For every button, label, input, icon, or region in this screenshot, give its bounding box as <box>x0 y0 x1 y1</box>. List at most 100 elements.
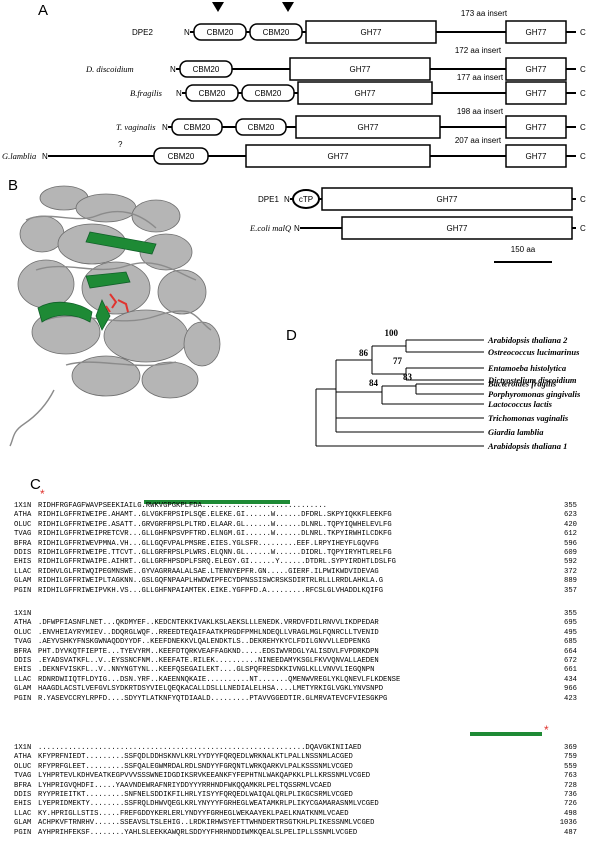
sequence-residues: RFYPRFGLEET.........SSFQALEGWMRDALRDLSND… <box>38 762 353 771</box>
row-name: E.coli malQ <box>249 223 291 233</box>
alignment-row: GLAM RIDHILGFFRIWEIPLTAGKNN..GSLGQFNPAAPL… <box>14 577 577 586</box>
active-site-residues <box>105 293 129 313</box>
c-terminus: C <box>580 224 586 233</box>
sequence-position: 661 <box>564 666 577 675</box>
cbm20-label: CBM20 <box>193 65 220 74</box>
sequence-id: DDIS <box>14 549 32 558</box>
sequence-residues <box>38 610 543 619</box>
gh77-domain <box>505 144 567 168</box>
gh77-label: GH77 <box>358 123 379 132</box>
c-terminus: C <box>580 152 586 161</box>
sequence-residues: ........................................… <box>38 744 362 752</box>
sequence-residues: .AEYVSHKYFNSKGWNAQDDYYDF..KEEFDNEKKVLQAL… <box>38 638 371 647</box>
green-region-bar <box>144 500 290 504</box>
sequence-residues: KFYPRFNIEDT.........SSFQDLDDHSKNVLKRLYYD… <box>38 753 353 762</box>
sequence-position: 695 <box>564 619 577 628</box>
triangle-marker-icon <box>282 2 294 12</box>
alignment-row: 1X1N....................................… <box>14 744 577 753</box>
bootstrap-value: 86 <box>359 348 369 358</box>
gh77-domain <box>505 81 567 105</box>
sequence-id: LLAC <box>14 675 32 684</box>
sequence-position: 1036 <box>559 819 577 828</box>
gh77-domain <box>505 115 567 139</box>
sequence-position: 889 <box>564 577 577 586</box>
sequence-position: 728 <box>564 781 577 790</box>
alignment-row: ATHA KFYPRFNIEDT.........SSFQDLDDHSKNVLKR… <box>14 753 577 762</box>
sequence-id: PGIN <box>14 694 32 703</box>
row-name: DPE2 <box>132 28 153 37</box>
sequence-residues: RIDHILGFFRIWEIPE.ASATT..GRVGRFRPSLPLTRD.… <box>38 520 392 529</box>
c-terminus: C <box>580 28 586 37</box>
highlighted-region <box>37 231 157 331</box>
sequence-id: ATHA <box>14 511 32 520</box>
gh77-label: GH77 <box>526 123 547 132</box>
domain-row-tvaginalis: T. vaginalis N CBM20 CBM20 GH77 198 aa i… <box>116 107 586 139</box>
sequence-id: TVAG <box>14 530 32 539</box>
sequence-position: 495 <box>564 628 577 637</box>
panel-label-d: D <box>286 327 297 344</box>
sequence-position: 498 <box>564 809 577 818</box>
c-terminus: C <box>580 123 586 132</box>
sequence-residues: RIDHVLGLFRIWQIPEGMNSWE..GYVAGRRAALALSAE.… <box>38 567 379 576</box>
green-region-bar <box>470 732 542 736</box>
taxon-label: Giardia lamblia <box>488 427 544 437</box>
insert-label: 198 aa insert <box>457 107 504 116</box>
sequence-id: ATHA <box>14 753 32 762</box>
gh77-label: GH77 <box>526 65 547 74</box>
tree-branches <box>315 339 484 447</box>
insert-label: 173 aa insert <box>461 9 508 18</box>
phylogenetic-tree: D 100 86 77 83 84 Arabidop <box>286 327 581 451</box>
sequence-residues: RIDHILGFFRIWEVPMNA.VH...GLLGQFVPALPMSRE.… <box>38 539 379 548</box>
gh77-domain <box>341 216 573 240</box>
sequence-residues: RIDHFRGFAGFWAVPSEEKIAILG.RWKVGPGKPLFDA..… <box>38 502 327 510</box>
cbm20-domain <box>249 23 303 41</box>
row-name: DPE1 <box>258 195 279 204</box>
taxon-label: Arabidopsis thaliana 1 <box>487 441 567 451</box>
cbm20-domain <box>153 147 209 165</box>
alignment-row: DDIS RIDHILGFFRIWEIPE.TTCVT..GLLGRFRPSLPL… <box>14 549 577 558</box>
cbm20-label: CBM20 <box>207 28 234 37</box>
sequence-residues: ACHPKVFTRNRHV......SSEAVSLTSLEHIG..LRDKI… <box>38 819 375 828</box>
sequence-id: OLUC <box>14 520 32 529</box>
sequence-id: BFRA <box>14 539 32 548</box>
alignment-row: BFRA RIDHILGFFRIWEVPMNA.VH...GLLGQFVPALPM… <box>14 540 577 549</box>
gh77-label: GH77 <box>328 152 349 161</box>
sequence-residues: .ENVHEIAYRYMIEV..DDQRGLWQF..RREEDTEQAIFA… <box>38 628 379 637</box>
sequence-position: 592 <box>564 558 577 567</box>
cbm20-domain <box>179 60 233 78</box>
domain-row-ddiscoidium: D. discoidium N CBM20 GH77 172 aa insert… <box>85 46 586 81</box>
gh77-domain <box>245 144 431 168</box>
sequence-position: 357 <box>564 586 577 595</box>
sequence-id: PGIN <box>14 828 32 837</box>
sequence-position: 664 <box>564 647 577 656</box>
sequence-id: GLAM <box>14 577 32 586</box>
red-asterisk-icon: * <box>544 723 549 737</box>
alignment-annotations: * <box>40 487 290 504</box>
sequence-residues: RIDHILGFFRIWEIPE.TTCVT..GLLGRFRPSLPLWRS.… <box>38 549 392 558</box>
sequence-position: 759 <box>564 753 577 762</box>
row-name: G.lamblia <box>2 151 36 161</box>
gh77-label: GH77 <box>361 28 382 37</box>
bootstrap-value: 83 <box>403 372 413 382</box>
sequence-residues: .EYADSVATKFL..V..EYSSNCFNM..KEEFATE.RILE… <box>38 657 379 666</box>
taxon-label: Entamoeba histolytica <box>487 363 567 373</box>
sequence-residues: RIDHILGFFRIWEIPLTAGKNN..GSLGQFNPAAPLHWDW… <box>38 577 384 586</box>
row-name: D. discoidium <box>85 64 134 74</box>
sequence-residues: KY.HPRIGLLSTIS.....FREFGDDYKERLERLYNDYYF… <box>38 809 349 818</box>
alignment-row: ATHA.DFWPFIASNFLNET...QKDMYEF..KEDCNTEKK… <box>14 619 577 628</box>
cbm20-domain <box>193 23 247 41</box>
sequence-residues: RIDHILGFFRIWAIPE.AIHRT..GLLGRFHPSDPLFSRQ… <box>38 558 396 567</box>
alignment-block: 1X1N....................................… <box>14 744 577 838</box>
gh77-label: GH77 <box>526 28 547 37</box>
domain-row-dpe1: DPE1 N cTP GH77 C <box>258 187 586 211</box>
n-terminus: N <box>170 65 176 74</box>
